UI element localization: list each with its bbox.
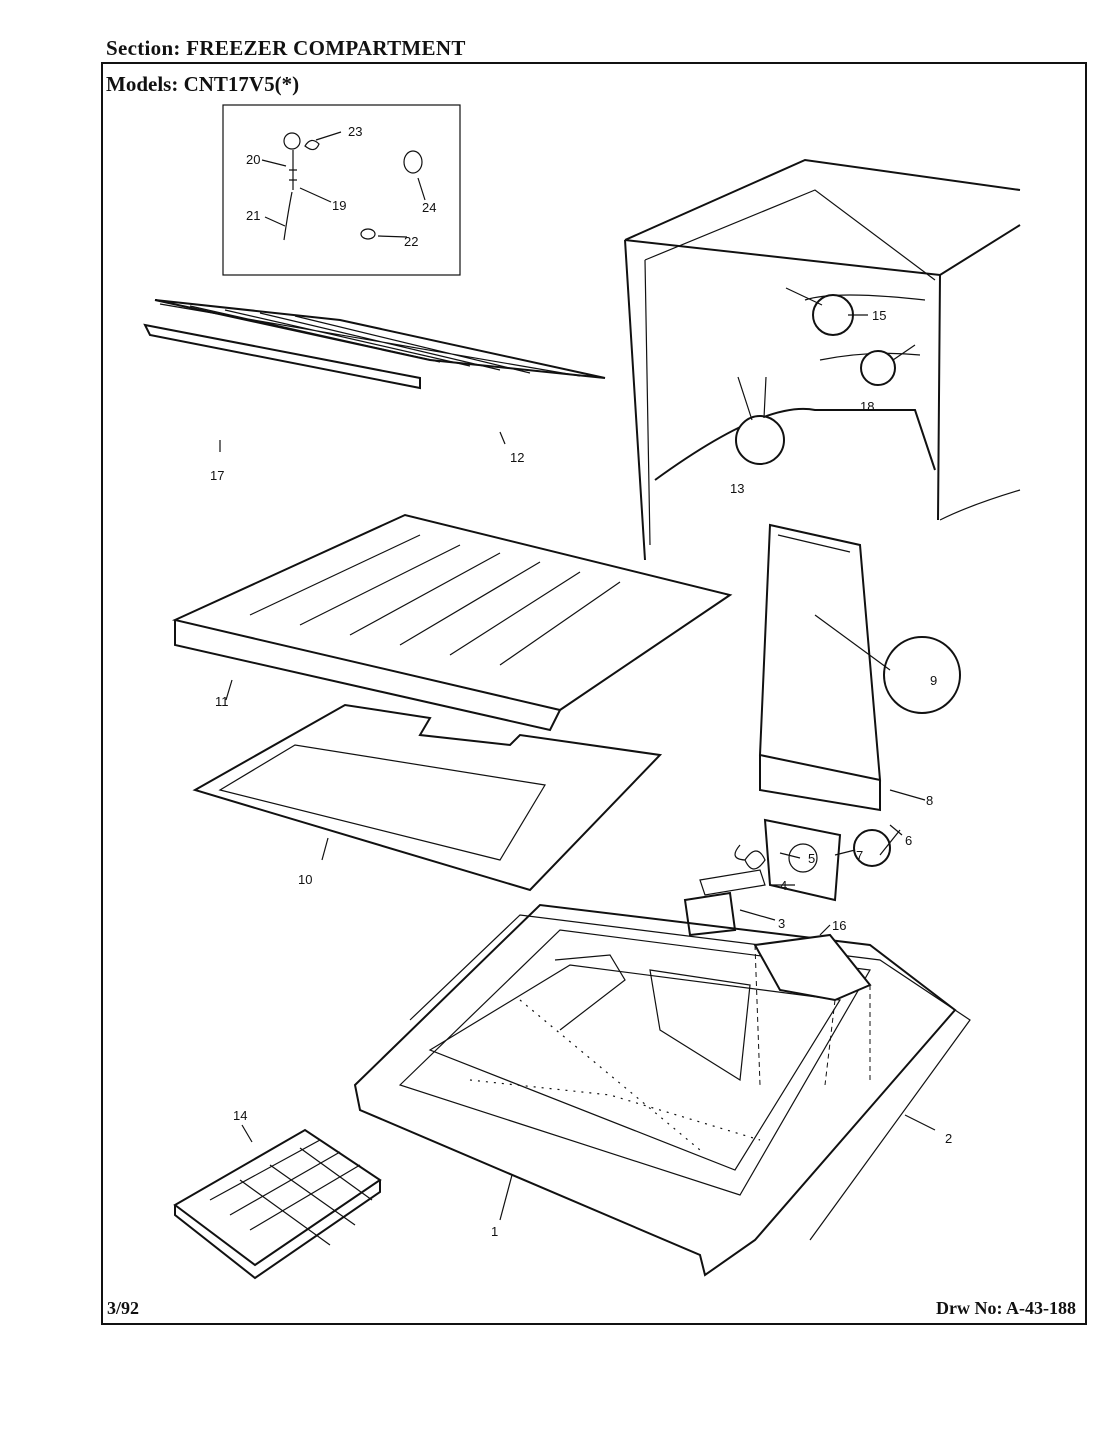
part-9-screw-icon [883, 636, 961, 714]
models-label: Models: [106, 72, 179, 96]
wire-shelf-assembly: 12 17 [143, 299, 606, 483]
insulation-panel: 10 [192, 703, 663, 892]
part-18-control-icon [860, 350, 896, 386]
revision-date: 3/92 [107, 1298, 140, 1318]
air-duct: 8 9 [758, 523, 961, 812]
part-5-fan-blade-icon [734, 844, 766, 870]
label-part-1: 1 [491, 1224, 498, 1239]
part-16-diverter-icon [753, 933, 872, 1002]
part-2-gasket-icon [409, 914, 971, 1241]
hardware-inset: 23 20 19 21 24 22 [222, 104, 461, 276]
section-title: Section: FREEZER COMPARTMENT [106, 36, 466, 61]
label-part-5: 5 [808, 851, 815, 866]
part-13-bushing-icon [735, 415, 785, 465]
part-8-duct-icon [758, 523, 882, 782]
part-12-wire-shelf-icon [154, 299, 606, 379]
label-part-20: 20 [246, 152, 260, 167]
label-part-16: 16 [832, 918, 846, 933]
label-part-4: 4 [780, 878, 787, 893]
part-6-grommet-icon [853, 829, 891, 867]
drawing-value: A-43-188 [1006, 1298, 1076, 1318]
drawing-frame [101, 62, 1087, 1325]
models-title: Models: CNT17V5(*) [106, 72, 299, 97]
inset-leader-lines [261, 131, 426, 238]
label-part-7: 7 [856, 848, 863, 863]
part-22-washer-icon [360, 228, 376, 240]
label-part-12: 12 [510, 450, 524, 465]
section-value: FREEZER COMPARTMENT [186, 36, 466, 60]
label-part-6: 6 [905, 833, 912, 848]
label-part-15: 15 [872, 308, 886, 323]
label-part-2: 2 [945, 1131, 952, 1146]
label-part-9: 9 [930, 673, 937, 688]
part-14-ice-tray-icon [173, 1128, 382, 1267]
part-23-clip-icon [304, 139, 320, 151]
drawing-number: Drw No: A-43-188 [936, 1298, 1076, 1319]
freezer-floor: 16 2 1 [353, 903, 971, 1277]
label-part-19: 19 [332, 198, 346, 213]
part-24-plug-icon [403, 150, 423, 174]
part-7-fan-bracket-icon [763, 818, 842, 902]
models-value: CNT17V5(*) [183, 72, 300, 96]
freezer-cabinet: 15 18 13 [624, 158, 1021, 561]
part-1-floor-pan-icon [353, 903, 957, 1277]
fan-assembly: 6 7 5 4 3 [683, 818, 912, 937]
part-15-light-socket-icon [812, 294, 854, 336]
drawing-label: Drw No: [936, 1298, 1003, 1318]
section-label: Section: [106, 36, 181, 60]
part-11-freezer-shelf-icon [171, 513, 733, 712]
part-17-shelf-trim-icon [143, 323, 421, 390]
label-part-21: 21 [246, 208, 260, 223]
label-part-22: 22 [404, 234, 418, 249]
part-4-bracket-icon [699, 869, 766, 896]
label-part-23: 23 [348, 124, 362, 139]
freezer-shelf: 11 [171, 513, 733, 732]
label-part-3: 3 [778, 916, 785, 931]
label-part-24: 24 [422, 200, 436, 215]
part-21-wire-icon [283, 191, 293, 241]
part-10-panel-icon [192, 703, 663, 892]
inset-box [222, 104, 461, 276]
ice-tray: 14 [173, 1108, 382, 1280]
part-19-bracket-icon [289, 150, 297, 190]
label-part-8: 8 [926, 793, 933, 808]
part-20-cap-icon [283, 132, 301, 150]
label-part-10: 10 [298, 872, 312, 887]
label-part-17: 17 [210, 468, 224, 483]
label-part-11: 11 [215, 694, 229, 709]
label-part-13: 13 [730, 481, 744, 496]
label-part-14: 14 [233, 1108, 247, 1123]
label-part-18: 18 [860, 399, 874, 414]
